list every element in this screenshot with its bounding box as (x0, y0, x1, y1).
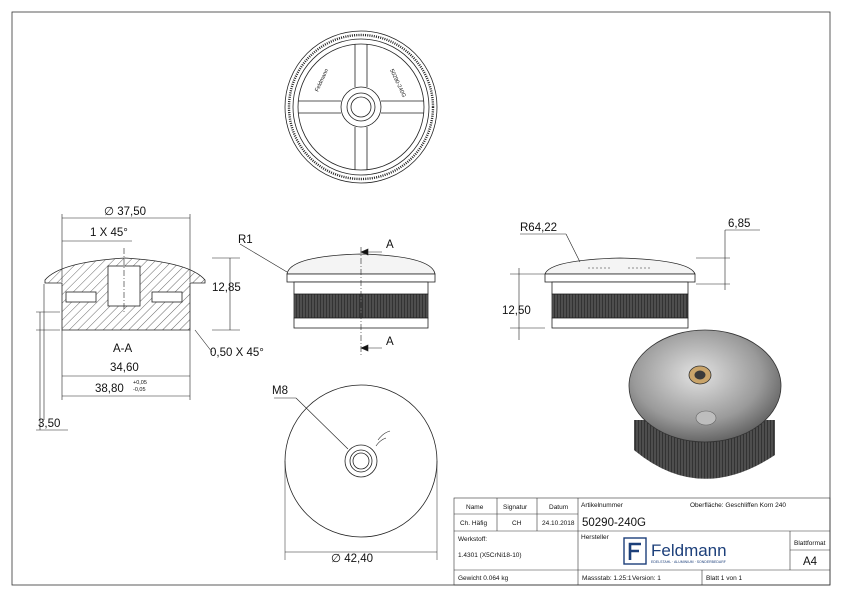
artikelnummer-value: 50290-240G (582, 517, 646, 529)
dia-42-40-label: ∅ 42,40 (331, 553, 373, 565)
svg-text:Feldmann: Feldmann (314, 68, 330, 93)
blatt-label: Blatt 1 von 1 (706, 575, 743, 582)
version-label: Version: 1 (632, 575, 661, 582)
m8-label: M8 (272, 385, 288, 397)
massstab-label: Massstab: 1.25:1 (582, 575, 632, 582)
title-block-text: Name Signatur Datum Ch. Häfig CH 24.10.2… (458, 502, 826, 582)
werkstoff-value: 1.4301 (X5CrNi18-10) (458, 552, 522, 559)
section-dimensions (36, 214, 240, 431)
dim-3-50-label: 3,50 (38, 418, 60, 430)
drawing-frame (11, 11, 831, 586)
th-datum: Datum (549, 504, 568, 511)
section-dimension-labels: ∅ 37,50 1 X 45° 12,85 A-A 34,60 38,80 +0… (38, 206, 264, 430)
dim-38-80-label: 38,80 (95, 383, 124, 395)
side-view (544, 257, 696, 329)
hersteller-label: Hersteller (581, 534, 610, 541)
svg-text:50290-240G: 50290-240G (388, 68, 406, 98)
th-signatur: Signatur (503, 504, 528, 511)
isometric-render (628, 329, 782, 479)
blattformat-label: Blattformat (794, 540, 826, 547)
title-block (453, 497, 831, 586)
tol-minus-label: -0,05 (133, 387, 146, 393)
dim-12-50-label: 12,50 (502, 305, 531, 317)
tol-plus-label: +0,05 (133, 380, 147, 386)
name-value: Ch. Häfig (460, 520, 487, 527)
chamfer-0-50-label: 0,50 X 45° (210, 347, 264, 359)
r64-22-label: R64,22 (520, 222, 557, 234)
signatur-value: CH (512, 520, 522, 527)
blattformat-value: A4 (803, 556, 818, 568)
th-name: Name (466, 504, 484, 511)
bottom-view (274, 384, 438, 560)
section-a-a-label: A-A (113, 343, 133, 355)
werkstoff-label: Werkstoff: (458, 536, 487, 543)
side-dimensions (510, 229, 760, 340)
logo-text: Feldmann (651, 541, 727, 560)
dim-12-85-label: 12,85 (212, 282, 241, 294)
section-a-bottom-label: A (386, 336, 394, 348)
dim-34-60-label: 34,60 (110, 362, 139, 374)
logo-subtitle: EDELSTAHL · ALUMINIUM · SONDERBEDARF (651, 560, 726, 564)
chamfer-1x45-label: 1 X 45° (90, 227, 128, 239)
top-view: Feldmann 50290-240G (284, 30, 438, 184)
section-view (44, 248, 206, 331)
dim-6-85-label: 6,85 (728, 218, 750, 230)
section-markers (360, 248, 382, 352)
gewicht-label: Gewicht 0.064 kg (458, 575, 509, 582)
r1-label: R1 (238, 234, 253, 246)
oberflaeche-label: Oberfläche: Geschliffen Korn 240 (690, 502, 786, 509)
datum-value: 24.10.2018 (542, 520, 575, 527)
section-a-top-label: A (386, 239, 394, 251)
front-view (239, 243, 436, 357)
feldmann-logo: Feldmann EDELSTAHL · ALUMINIUM · SONDERB… (623, 537, 727, 565)
artikelnummer-label: Artikelnummer (581, 502, 624, 509)
dia-37-50-label: ∅ 37,50 (104, 206, 146, 218)
